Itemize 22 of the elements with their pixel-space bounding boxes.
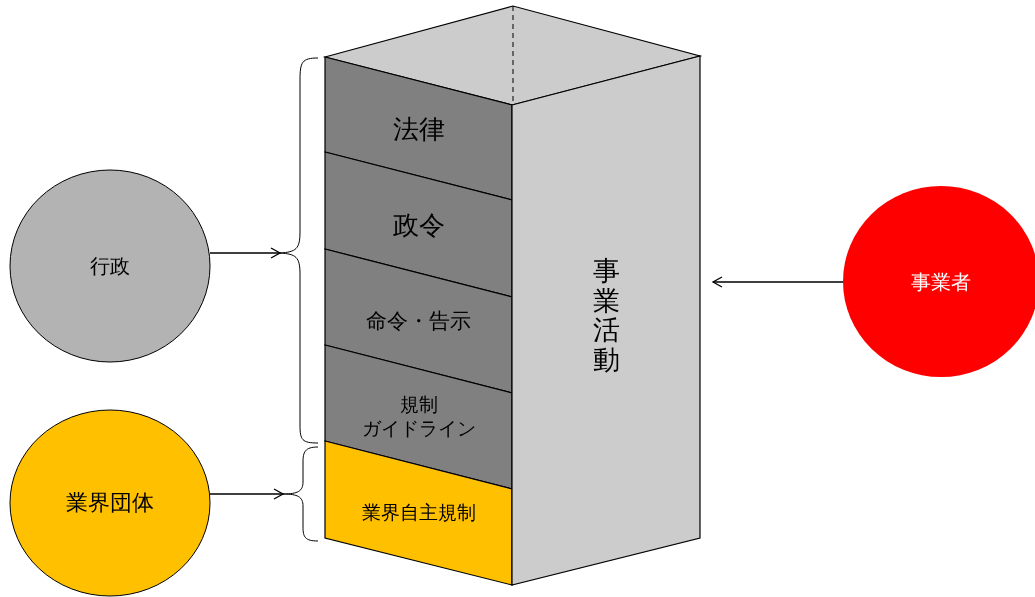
node-label: ガイドライン [361, 417, 476, 441]
node-label: 行政 [90, 253, 130, 279]
vertical-label: 事業活動 [592, 256, 620, 375]
node-label: 法律 [392, 112, 445, 145]
arrow [209, 488, 284, 500]
actor-circle [10, 410, 210, 596]
curly-brace [280, 58, 318, 443]
node-label: 命令・告示 [366, 307, 471, 335]
arrow [209, 247, 281, 259]
layer-band [325, 441, 512, 585]
node-label: 業界自主規制 [361, 501, 476, 526]
curly-brace [283, 447, 318, 541]
layer-band [325, 152, 512, 297]
actor-circle [10, 170, 210, 362]
arrow [712, 276, 844, 288]
node-label: 事業者 [911, 269, 971, 294]
layer-band [325, 345, 512, 489]
node-label: 業界団体 [66, 489, 154, 517]
layer-band [325, 57, 512, 200]
node-label: 政令 [392, 208, 445, 241]
layer-band [325, 249, 512, 393]
node-label: 規制 [399, 393, 438, 417]
